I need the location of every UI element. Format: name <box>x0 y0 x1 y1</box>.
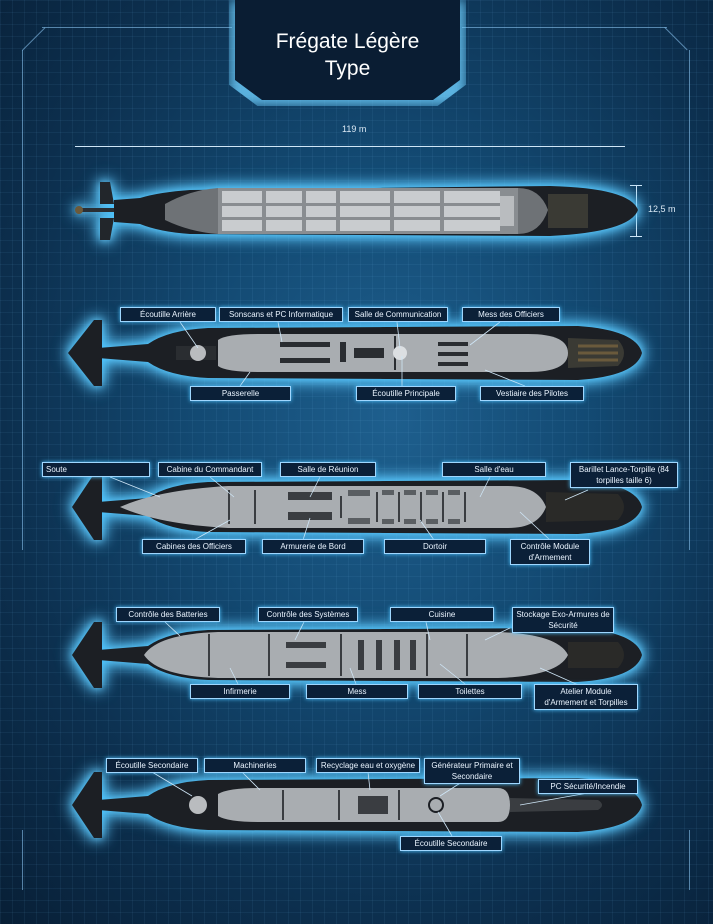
label-infirmerie: Infirmerie <box>190 684 290 699</box>
label-pc-securite: PC Sécurité/Incendie <box>538 779 638 794</box>
submarine-side-view <box>75 182 638 240</box>
label-ecoutille-principale: Écoutille Principale <box>356 386 456 401</box>
label-cuisine: Cuisine <box>390 607 494 622</box>
label-passerelle: Passerelle <box>190 386 291 401</box>
frame-top-right <box>462 27 667 28</box>
label-toilettes: Toilettes <box>418 684 522 699</box>
deck-2-plan <box>72 474 642 540</box>
label-mess-officiers: Mess des Officiers <box>462 307 560 322</box>
title-line-1: Frégate Légère <box>275 30 420 53</box>
label-ecoutille-secondaire-top: Écoutille Secondaire <box>106 758 198 773</box>
label-sonscans: Sonscans et PC Informatique <box>219 307 343 322</box>
label-salle-communication: Salle de Communication <box>348 307 448 322</box>
label-mess: Mess <box>306 684 408 699</box>
frame-right-edge <box>689 50 690 550</box>
deck-1-plan <box>68 320 642 386</box>
label-controle-batteries: Contrôle des Batteries <box>116 607 220 622</box>
label-controle-module: Contrôle Module d'Armement <box>510 539 590 565</box>
label-armurerie: Armurerie de Bord <box>262 539 364 554</box>
beam-label: 12,5 m <box>648 204 676 214</box>
length-label: 119 m <box>342 124 367 134</box>
label-dortoir: Dortoir <box>384 539 486 554</box>
beam-line-bottom <box>630 236 642 237</box>
frame-left-bottom <box>22 830 23 890</box>
label-soute: Soute <box>42 462 150 477</box>
label-ecoutille-secondaire-bottom: Écoutille Secondaire <box>400 836 502 851</box>
label-machineries: Machineries <box>204 758 306 773</box>
frame-top-left <box>42 27 232 28</box>
label-generateur: Générateur Primaire et Secondaire <box>424 758 520 784</box>
label-cabines-officiers: Cabines des Officiers <box>142 539 246 554</box>
label-stockage-exo: Stockage Exo-Armures de Sécurité <box>512 607 614 633</box>
label-salle-reunion: Salle de Réunion <box>280 462 376 477</box>
page-title: Frégate Légère Type <box>235 28 460 82</box>
label-barillet: Barillet Lance-Torpille (84 torpilles ta… <box>570 462 678 488</box>
frame-right-bottom <box>689 830 690 890</box>
title-panel <box>235 0 460 100</box>
label-recyclage: Recyclage eau et oxygène <box>316 758 420 773</box>
title-line-2: Type <box>324 57 371 80</box>
label-ecoutille-arriere: Écoutille Arrière <box>120 307 216 322</box>
label-cabine-commandant: Cabine du Commandant <box>158 462 262 477</box>
length-line <box>75 146 625 147</box>
label-atelier-module: Atelier Module d'Armement et Torpilles <box>534 684 638 710</box>
deck-4-plan <box>72 772 642 838</box>
label-vestiaire-pilotes: Vestiaire des Pilotes <box>480 386 584 401</box>
label-salle-eau: Salle d'eau <box>442 462 546 477</box>
label-controle-systemes: Contrôle des Systèmes <box>258 607 358 622</box>
frame-left-edge <box>22 50 23 550</box>
deck-3-plan <box>72 622 642 688</box>
